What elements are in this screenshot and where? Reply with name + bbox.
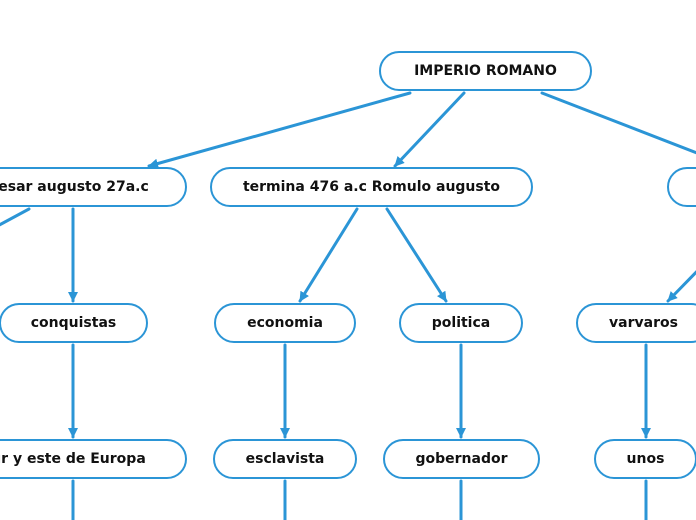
connector-cesar-offscreen (0, 207, 31, 227)
node-cesar-augusto-label: esar augusto 27a.c (0, 179, 149, 195)
node-economia-label: economia (247, 315, 323, 331)
node-imperio-romano-label: IMPERIO ROMANO (414, 63, 557, 79)
node-termina-476-label: termina 476 a.c Romulo augusto (242, 179, 501, 195)
node-conquistas-label: conquistas (30, 315, 117, 331)
node-esclavista[interactable]: esclavista (213, 439, 357, 479)
node-conquistas[interactable]: conquistas (0, 303, 148, 343)
connector-termina-to-economia (298, 207, 359, 303)
connector-right-to-varvaros (666, 270, 696, 303)
node-gobernador[interactable]: gobernador (383, 439, 540, 479)
node-unos-label: unos (626, 451, 665, 467)
node-unos[interactable]: unos (594, 439, 696, 479)
node-imperio-romano[interactable]: IMPERIO ROMANO (379, 51, 592, 91)
connector-root-to-right (540, 91, 696, 155)
node-politica-label: politica (431, 315, 491, 331)
node-sur-y-este-de-europa[interactable]: ur y este de Europa (0, 439, 187, 479)
node-gobernador-label: gobernador (415, 451, 508, 467)
node-sur-y-este-de-europa-label: ur y este de Europa (0, 451, 146, 467)
node-politica[interactable]: politica (399, 303, 523, 343)
connector-root-to-termina (393, 91, 466, 168)
node-economia[interactable]: economia (214, 303, 356, 343)
node-varvaros[interactable]: varvaros (576, 303, 696, 343)
node-right-partial[interactable] (667, 167, 696, 207)
connector-root-to-cesar (147, 91, 412, 169)
node-termina-476[interactable]: termina 476 a.c Romulo augusto (210, 167, 533, 207)
connector-termina-to-politica (385, 207, 448, 303)
node-esclavista-label: esclavista (245, 451, 325, 467)
node-varvaros-label: varvaros (609, 315, 678, 331)
node-cesar-augusto[interactable]: esar augusto 27a.c (0, 167, 187, 207)
